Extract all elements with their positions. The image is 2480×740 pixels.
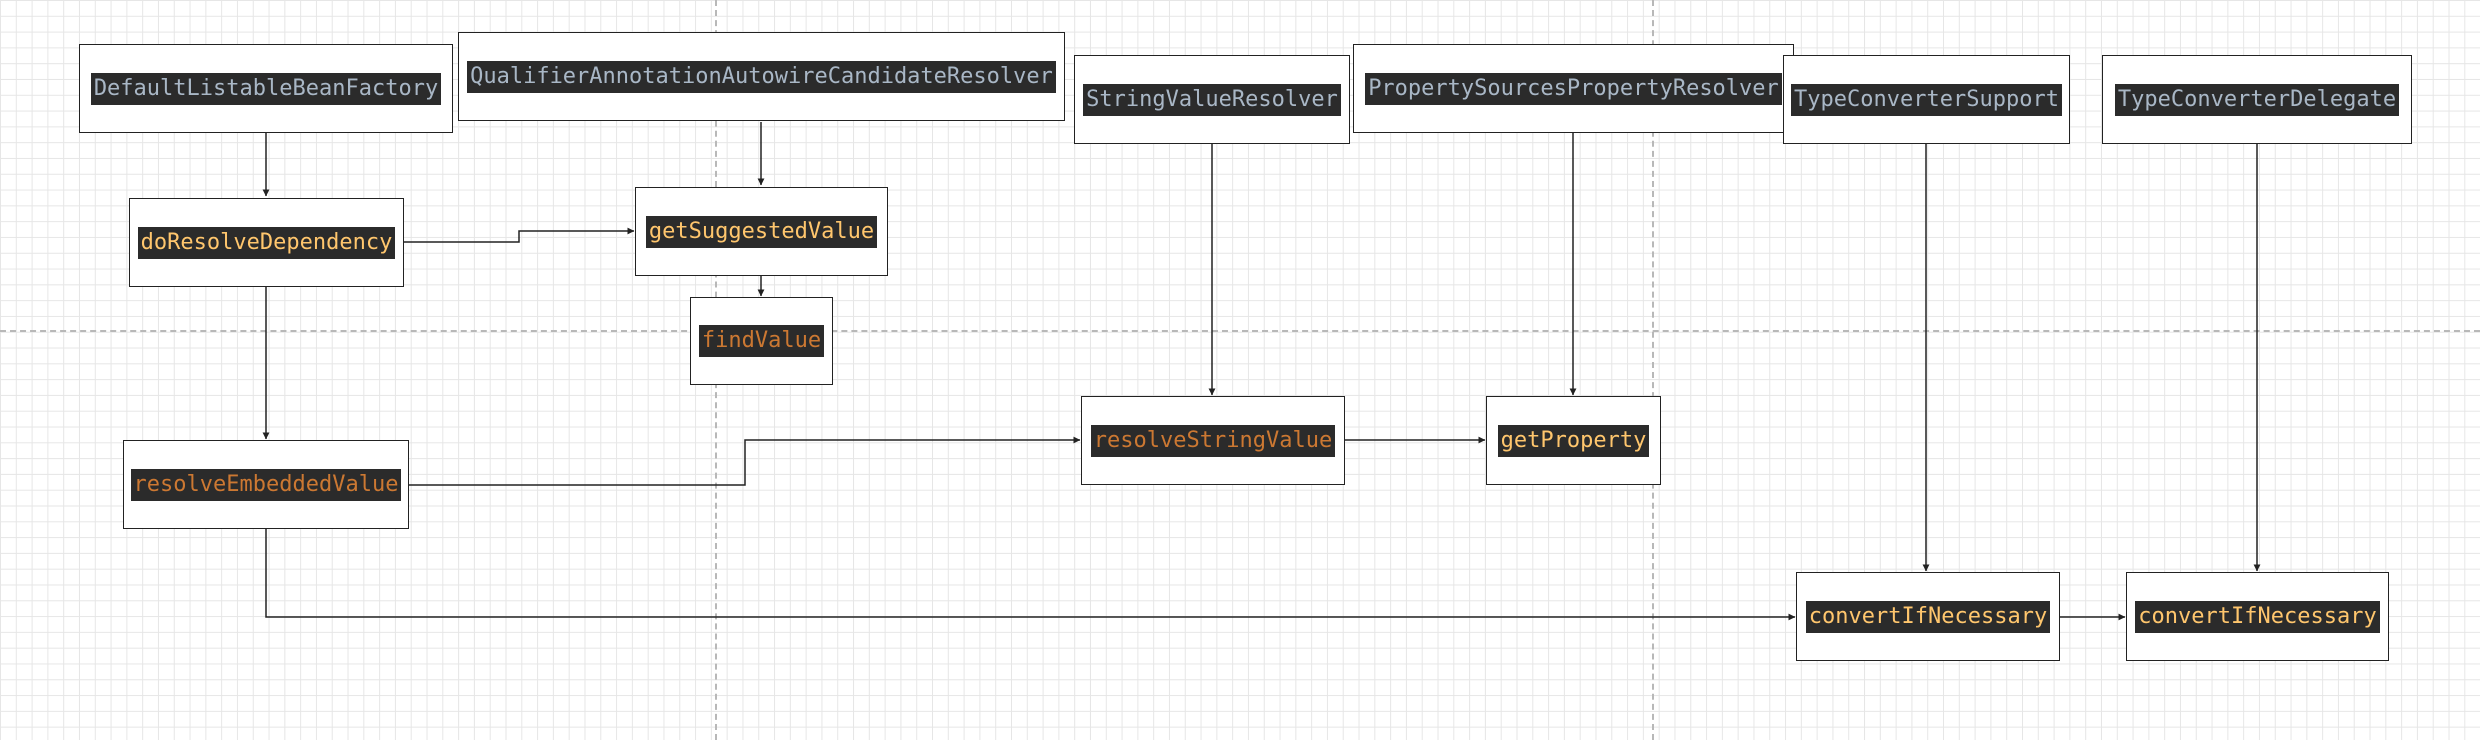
node-label: getProperty (1497, 424, 1650, 457)
edge-resolve-embedded-value-to-convert-if-necessary (265, 529, 1796, 621)
node-label: resolveEmbeddedValue (130, 468, 402, 501)
page-break-line-horizontal (0, 330, 2480, 332)
node-default-listable-bean-factory[interactable]: DefaultListableBeanFactory (79, 44, 453, 133)
node-resolve-embedded-value[interactable]: resolveEmbeddedValue (123, 440, 409, 529)
node-property-sources-property-resolver[interactable]: PropertySourcesPropertyResolver (1353, 44, 1794, 133)
node-label: convertIfNecessary (2135, 600, 2380, 633)
node-string-value-resolver[interactable]: StringValueResolver (1074, 55, 1350, 144)
node-label: QualifierAnnotationAutowireCandidateReso… (467, 60, 1056, 93)
node-convert-if-necessary-delegate[interactable]: convertIfNecessary (2126, 572, 2389, 661)
node-label: TypeConverterSupport (1791, 83, 2062, 116)
node-qualifier-annotation-autowire-candidate-resolver[interactable]: QualifierAnnotationAutowireCandidateReso… (458, 32, 1065, 121)
node-convert-if-necessary-support[interactable]: convertIfNecessary (1796, 572, 2060, 661)
node-resolve-string-value[interactable]: resolveStringValue (1081, 396, 1345, 485)
edge-resolve-embedded-value-to-resolve-string-value (409, 436, 1081, 486)
node-label: PropertySourcesPropertyResolver (1365, 72, 1782, 105)
node-label: convertIfNecessary (1805, 600, 2051, 633)
node-label: getSuggestedValue (645, 215, 878, 248)
node-find-value[interactable]: findValue (690, 297, 833, 385)
node-label: findValue (698, 325, 825, 357)
node-label: StringValueResolver (1083, 83, 1341, 116)
page-break-line-vertical (1652, 0, 1654, 740)
node-do-resolve-dependency[interactable]: doResolveDependency (129, 198, 404, 287)
node-type-converter-support[interactable]: TypeConverterSupport (1783, 55, 2070, 144)
node-label: doResolveDependency (137, 226, 396, 259)
node-get-property[interactable]: getProperty (1486, 396, 1661, 485)
node-type-converter-delegate[interactable]: TypeConverterDelegate (2102, 55, 2412, 144)
node-label: resolveStringValue (1090, 424, 1336, 457)
node-get-suggested-value[interactable]: getSuggestedValue (635, 187, 888, 276)
node-label: TypeConverterDelegate (2114, 83, 2400, 116)
node-label: DefaultListableBeanFactory (90, 72, 442, 105)
edge-do-resolve-dependency-to-get-suggested-value (404, 227, 635, 243)
